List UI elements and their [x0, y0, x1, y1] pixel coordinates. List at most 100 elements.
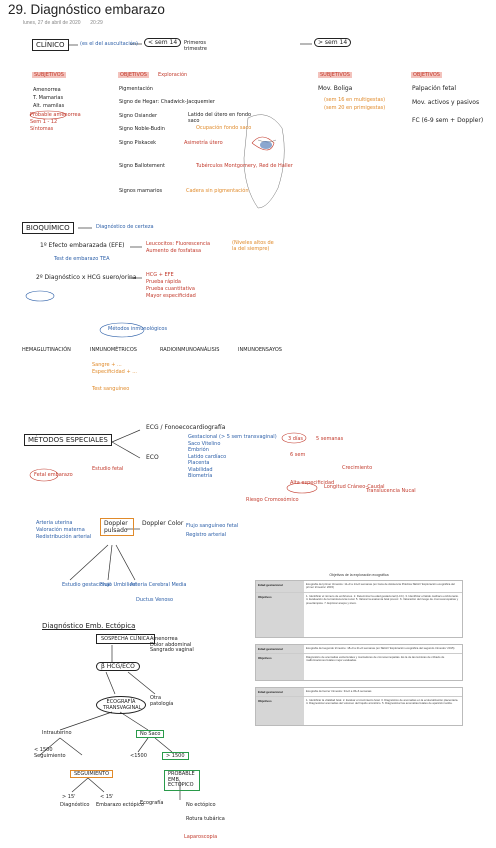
bioquimico-heading: BIOQUÍMICO	[22, 222, 74, 234]
doppler-right-notes: Flujo sanguíneo fetal Registro arterial	[186, 522, 238, 540]
diagram-bhcg: β HCG/ECO	[96, 662, 140, 671]
methods-sub-item: Especificidad + ...	[92, 369, 137, 375]
clinico-note: (es el del auscultación)	[80, 41, 138, 47]
item1-notes: Leucocitos: Fluorescencia Aumento de fos…	[146, 241, 210, 255]
methods-sub-item: Sangre + ...	[92, 362, 122, 368]
eco-list: Gestacional (> 5 sem transvaginal) Saco …	[188, 434, 277, 480]
doppler-right: Registro arterial	[186, 532, 227, 538]
diagram-lt1500: <1500	[130, 753, 147, 759]
doppler-right: Flujo sanguíneo fetal	[186, 523, 239, 529]
diagram-heading: Diagnóstico Emb. Ectópica	[42, 622, 136, 630]
item1-note: Aumento de fosfatasa	[146, 248, 202, 254]
subjetivos-1-heading: SUBJETIVOS	[32, 72, 66, 78]
diagram-bottom: Laparoscopia	[184, 834, 218, 840]
week-lt-badge: < sem 14	[144, 38, 182, 47]
sign-item: Signos mamarios	[119, 188, 163, 194]
sign-note: Cadera sin pigmentación	[186, 188, 249, 194]
diagram-otra: Otra patología	[150, 695, 174, 707]
subjetivo-note: Sem 1 - 12	[30, 119, 58, 125]
item2-notes: HCG + EFE Prueba rápida Prueba cuantitat…	[146, 272, 196, 300]
subjetivo-2-item: Mov. Boliga	[318, 85, 353, 92]
eco-note: 3 días	[288, 436, 304, 442]
time-text: 20:29	[90, 20, 103, 26]
subjetivo-item: Amenorrea	[33, 87, 61, 93]
doppler-bottom: Estudio gestacional	[62, 582, 111, 588]
objetivo-2-item: Palpación fetal	[412, 85, 457, 92]
item1-side: (Niveles altos de la del siempre)	[232, 240, 274, 252]
item1-note: Leucocitos: Fluorescencia	[146, 241, 211, 247]
methods-note: Métodos inmunológicos	[108, 326, 168, 332]
diagram-bottom: No ectópico	[186, 802, 216, 808]
subjetivos-1-notes: Probable amenorrea Sem 1 - 12 Síntomas	[30, 112, 81, 133]
sign-item: Signo Piskacek	[119, 140, 157, 146]
obj-text: Diagnóstico de anomalías estructurales y…	[306, 654, 445, 663]
objectives-table: Objetivos de la exploración ecográfica E…	[255, 573, 463, 732]
diagram-subitem: Diagnóstico	[60, 802, 90, 808]
week-gt-badge: > sem 14	[314, 38, 352, 47]
doppler-left-notes: Arteria uterina Valoración materna Redis…	[36, 520, 91, 541]
sign-item: Pigmentación	[119, 86, 153, 92]
methods-sub-item: Test sanguíneo	[92, 386, 130, 392]
sign-note: Latido del útero en fondo saco	[188, 112, 252, 124]
bioquimico-item-2: 2º Diagnóstico x HCG suero/orina	[36, 274, 137, 281]
sign-item: Signo Ballotement	[119, 163, 165, 169]
subjetivo-note: Probable amenorrea	[30, 112, 81, 118]
eco-item: Placenta	[188, 460, 210, 466]
objectives-title: Objetivos de la exploración ecográfica	[329, 573, 389, 577]
sign-item: Signo de Hegar: Chadwick-Jacquemier	[119, 99, 215, 105]
method-item: INMUNOMÉTRICOS	[90, 347, 137, 353]
item1-sub: Test de embarazo TEA	[54, 256, 110, 262]
objetivo-2-item: FC (6-9 sem + Doppler)	[412, 117, 484, 124]
side-note: Sangrado vaginal	[150, 647, 194, 653]
diagram-intrauterino: Intrauterino	[42, 730, 72, 736]
metodos-left-note: Estudio fetal	[92, 466, 124, 472]
diagram-probable: PROBABLE EMB. ECTÓPICO	[164, 770, 200, 791]
eco-note: Riesgo Cromosómico	[246, 497, 299, 503]
doppler-note: Redistribución arterial	[36, 534, 92, 540]
sign-item: Signo Noble-Budin	[119, 126, 165, 132]
page-date: lunes, 27 de abril de 2020 20:29	[23, 20, 103, 26]
diagram-no-saco: No Saco	[136, 730, 165, 738]
sign-item: Signo Osiander	[119, 113, 158, 119]
method-item: HEMAGLUTINACIÓN	[22, 347, 71, 353]
subjetivo-2-item: (sem 16 en multigestas)	[324, 97, 386, 103]
obj-label: Objetivos	[256, 696, 304, 725]
doppler-bottom: Ductus Venoso	[136, 597, 174, 603]
eco-note: Longitud Cráneo-Caudal	[324, 484, 385, 490]
subjetivos-1-list: Amenorrea T. Mamarias Alt. mamilas	[33, 86, 64, 110]
diagram-gt1500: > 1500	[162, 752, 189, 760]
sign-note: Ocupación fondo saco	[196, 125, 252, 131]
obj-label: Objetivos	[256, 592, 304, 637]
obj-text: Ecografía del segundo trimestre: 18+0 a …	[306, 645, 455, 650]
doppler-note: Arteria uterina	[36, 520, 73, 526]
diagram-bottom: Rotura tubárica	[186, 816, 225, 822]
eco-item: Embrión	[188, 447, 209, 453]
subjetivo-note: Síntomas	[30, 126, 54, 132]
metodos-left-note: Fetal embarazo	[34, 472, 73, 478]
doppler-color: Doppler Color	[142, 520, 184, 527]
diagram-seguimiento: SEGUIMIENTO	[70, 770, 114, 778]
objetivos-2-heading: OBJETIVOS	[411, 72, 442, 78]
doppler-bottom: Flujo Umbilical	[100, 582, 137, 588]
obj-label: Edad gestacional	[256, 644, 304, 653]
date-text: lunes, 27 de abril de 2020	[23, 20, 81, 26]
sign-note: Tubérculos Montgomery, Red de Haller	[196, 163, 293, 169]
side-note: Amenorrea	[150, 636, 178, 642]
metodos-heading: MÉTODOS ESPECIALES	[24, 434, 112, 446]
diagram-subitem: < 15'	[100, 794, 114, 800]
eco-item: Gestacional (> 5 sem transvaginal)	[188, 434, 277, 440]
subjetivo-item: T. Mamarias	[33, 95, 64, 101]
obj-text: 1. Identificar la vitalidad fetal. 2. Ev…	[306, 697, 459, 706]
eco-item: Saco Vitelino	[188, 440, 221, 447]
objetivos-1-sub: Exploración	[158, 72, 188, 78]
doppler-note: Valoración materna	[36, 527, 85, 533]
metodos-branch: ECG / Fonoecocardiografía	[146, 424, 226, 431]
diagram-lt-items: < 1500 Seguimiento	[34, 747, 66, 759]
week-lt-note: Primeros trimestre	[184, 40, 207, 52]
eco-note: Translucencia Nucal	[366, 488, 416, 494]
item2-note: Prueba cuantitativa	[146, 286, 195, 292]
item2-note: HCG + EFE	[146, 272, 174, 278]
